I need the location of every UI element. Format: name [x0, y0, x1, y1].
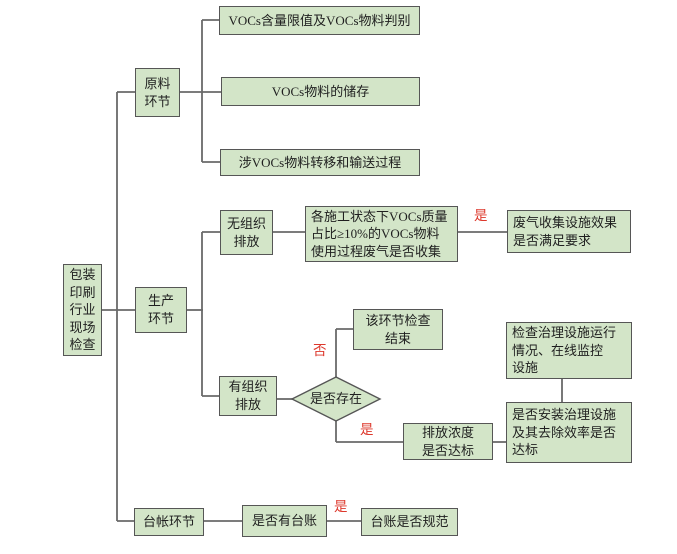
edge-label-exist-yes: 是 [360, 422, 374, 437]
node-collect-effect: 废气收集设施效果 是否满足要求 [507, 210, 631, 253]
node-raw-limit: VOCs含量限值及VOCs物料判别 [219, 6, 420, 35]
node-stage-prod: 生产 环节 [135, 287, 187, 333]
node-organized: 有组织 排放 [219, 376, 277, 416]
node-usage-collect: 各施工状态下VOCs质量 占比≥10%的VOCs物料 使用过程废气是否收集 [305, 206, 458, 262]
node-unorganized: 无组织 排放 [220, 210, 273, 255]
node-ledger-regular: 台账是否规范 [361, 508, 458, 536]
node-raw-transfer: 涉VOCs物料转移和输送过程 [220, 149, 420, 176]
node-inspect-facility: 检查治理设施运行 情况、在线监控 设施 [506, 322, 632, 379]
edge-label-collect-yes: 是 [474, 208, 488, 223]
node-stage-ledger: 台帐环节 [134, 508, 204, 536]
edge-label-exist-no: 否 [313, 343, 327, 358]
decision-diamond-shape [290, 376, 382, 422]
node-conc-check: 排放浓度 是否达标 [403, 423, 493, 460]
node-has-ledger: 是否有台账 [242, 505, 327, 537]
node-install-facility: 是否安装治理设施 及其去除效率是否 达标 [506, 402, 632, 463]
node-root: 包装 印刷 行业 现场 检查 [63, 264, 102, 356]
node-raw-storage: VOCs物料的储存 [221, 77, 420, 106]
edge-label-ledger-yes: 是 [334, 499, 348, 514]
node-end-check: 该环节检查 结束 [353, 309, 443, 350]
node-decision-exist: 是否存在 [309, 391, 362, 407]
node-stage-raw: 原料 环节 [135, 68, 180, 117]
